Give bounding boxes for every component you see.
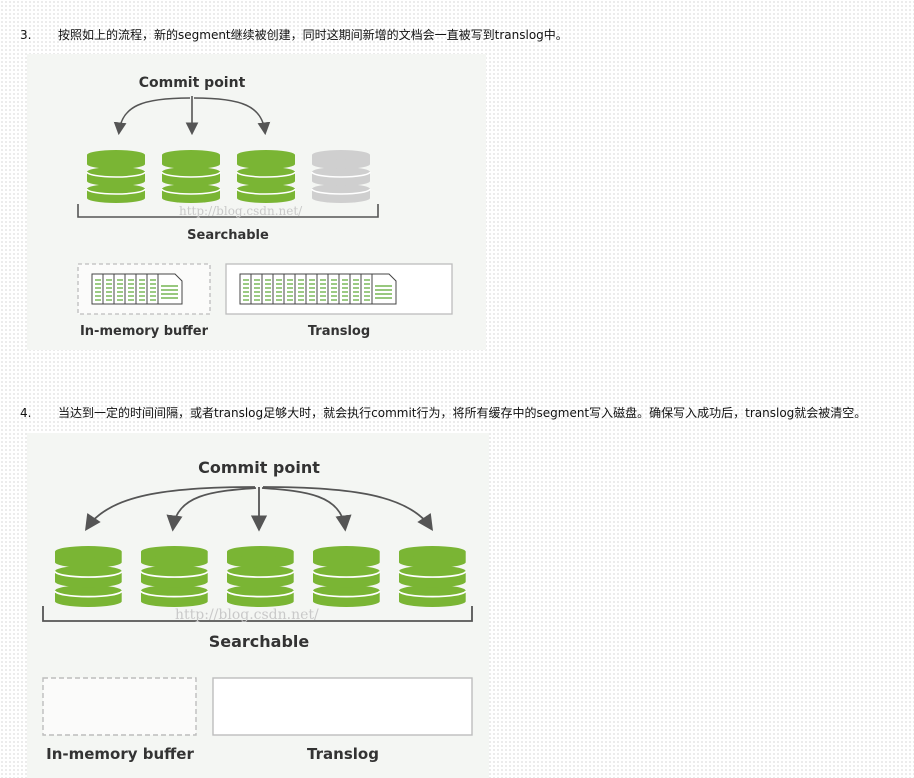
figure-2-translog-label: Translog	[307, 745, 379, 763]
figure-1-segment-4-uncommitted	[311, 150, 371, 203]
figure-1-watermark: http://blog.csdn.net/	[179, 204, 303, 218]
figure-1-diagram: Commit point http://blog.csdn.net/ Searc…	[27, 54, 486, 350]
figure-2-segment-2	[140, 546, 209, 607]
figure-2-segment-1	[54, 546, 123, 607]
figure-1-segment-1	[86, 150, 146, 203]
figure-2-watermark: http://blog.csdn.net/	[175, 607, 319, 623]
figure-1-searchable-bracket	[77, 204, 379, 218]
figure-2-commit-point-label: Commit point	[198, 458, 320, 477]
figure-2-arrow-2	[166, 487, 257, 532]
figure-1-buffer-label: In-memory buffer	[80, 324, 209, 339]
figure-2-segments	[54, 546, 467, 607]
figure-2-arrow-4	[261, 487, 352, 532]
figure-2-arrow-5	[262, 486, 434, 531]
figure-1-arrow-1	[113, 97, 191, 136]
figure-1-buffer-documents	[91, 273, 183, 305]
figure-2-buffer-label: In-memory buffer	[46, 745, 194, 763]
figure-2-segment-3	[226, 546, 295, 607]
step-3-number: 3.	[20, 28, 32, 42]
step-4-number: 4.	[20, 406, 32, 420]
figure-2-segment-4	[312, 546, 381, 607]
figure-2-searchable-label: Searchable	[209, 632, 310, 651]
figure-2-commit-arrows	[84, 486, 434, 532]
figure-2-searchable-bracket	[42, 606, 473, 622]
figure-2-arrow-1	[84, 486, 256, 531]
figure-1-translog-documents	[239, 273, 397, 305]
figure-1-arrow-3	[193, 97, 271, 136]
figure-2-in-memory-buffer-box	[42, 677, 197, 736]
figure-2-segment-5	[398, 546, 467, 607]
figure-1-commit-point-label: Commit point	[139, 75, 246, 91]
figure-2-translog-box	[212, 677, 473, 736]
figure-1-segment-2	[161, 150, 221, 203]
step-4-text: 当达到一定的时间间隔，或者translog足够大时，就会执行commit行为，将…	[58, 406, 867, 420]
step-3-text: 按照如上的流程，新的segment继续被创建，同时这期间新增的文档会一直被写到t…	[58, 28, 568, 42]
step-4: 4. 当达到一定的时间间隔，或者translog足够大时，就会执行commit行为…	[20, 404, 866, 421]
figure-1-segments	[86, 150, 371, 203]
figure-1-searchable-label: Searchable	[187, 228, 269, 243]
step-3: 3. 按照如上的流程，新的segment继续被创建，同时这期间新增的文档会一直被写…	[20, 26, 568, 43]
figure-1-segment-3	[236, 150, 296, 203]
figure-2-diagram: Commit point http://blog.csdn.net/ Searc…	[27, 433, 489, 778]
figure-1-translog-label: Translog	[308, 324, 370, 339]
figure-1-commit-arrows	[113, 96, 271, 136]
